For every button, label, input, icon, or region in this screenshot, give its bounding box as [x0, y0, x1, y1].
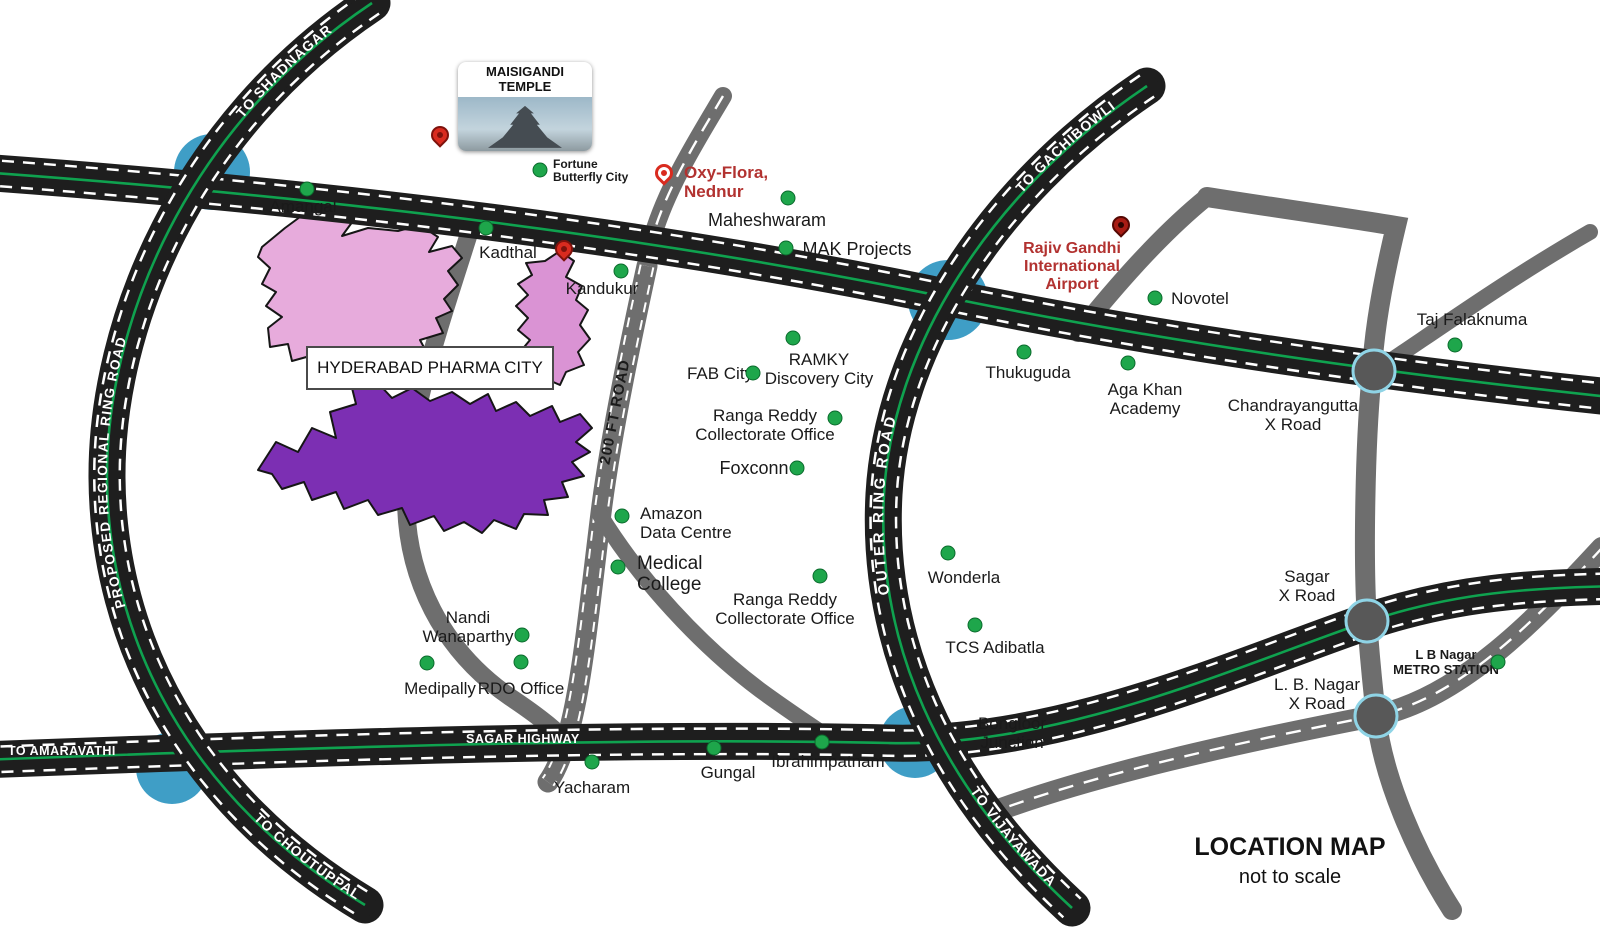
medipally-label: Medipally	[404, 679, 476, 698]
gungal-dot	[706, 740, 722, 756]
kandukur-dot	[613, 263, 629, 279]
maisigandi-temple-title: MAISIGANDI TEMPLE	[486, 64, 564, 94]
taj-falaknuma-dot	[1447, 337, 1463, 353]
kadthal-road	[396, 215, 583, 759]
right-vertical-road	[1197, 187, 1462, 920]
wonderla-dot	[940, 545, 956, 561]
fab-city-label: FAB City	[686, 364, 754, 383]
foxconn-dot	[789, 460, 805, 476]
junction-lb-nagar-x-road	[1353, 693, 1399, 739]
amazon-data-centre-dot	[614, 508, 630, 524]
amangal-label: Amangal	[269, 197, 337, 216]
junction-chandrayangutta	[1351, 348, 1397, 394]
sagar-highway-label: SAGAR HIGHWAY	[466, 732, 580, 746]
thukuguda-label: Thukuguda	[985, 363, 1071, 382]
maisigandi-temple-pin	[427, 122, 453, 148]
maisigandi-temple-photo	[458, 96, 592, 151]
oxy-flora-nednur-label: Oxy-Flora,Nednur	[684, 163, 769, 202]
mak-projects-dot	[778, 240, 794, 256]
kandukur-label: Kandukur	[565, 279, 639, 298]
foxconn-label: Foxconn	[719, 458, 789, 478]
thukuguda-dot	[1016, 344, 1032, 360]
ramky-discovery-city-dot	[785, 330, 801, 346]
airport-pin	[1108, 212, 1134, 238]
fab-city-dot	[745, 365, 761, 381]
mak-projects-label: MAK Projects	[802, 239, 912, 259]
amangal-dot	[299, 181, 315, 197]
rdo-office-label: RDO Office	[477, 679, 565, 698]
aga-khan-academy-dot	[1120, 355, 1136, 371]
ranga-reddy-collectorate-office-1-dot	[827, 410, 843, 426]
ibrahimpatnam-label: Ibrahimpatnam	[771, 752, 885, 771]
wonderla-label: Wonderla	[927, 568, 1001, 587]
airport-link-road-dashes	[645, 95, 725, 267]
to-amaravathi-label: TO AMARAVATHI	[8, 744, 116, 758]
nandi-wanaparthy-dot	[514, 627, 530, 643]
novotel-label: Novotel	[1171, 289, 1229, 308]
location-map-title: LOCATION MAP	[1194, 833, 1386, 861]
lb-nagar-metro-station-dot	[1490, 654, 1506, 670]
gungal-label: Gungal	[700, 763, 756, 782]
hyderabad-pharma-city-label: HYDERABAD PHARMA CITY	[306, 346, 554, 390]
maheshwaram-dot	[780, 190, 796, 206]
junction-sagar-x-road	[1344, 598, 1390, 644]
maheshwaram-label: Maheshwaram	[707, 210, 827, 230]
maisigandi-temple-card: MAISIGANDI TEMPLE	[458, 62, 592, 151]
tcs-adibatla-dot	[967, 617, 983, 633]
novotel-dot	[1147, 290, 1163, 306]
kadthal-dot	[478, 220, 494, 236]
ranga-reddy-collectorate-office-2-dot	[812, 568, 828, 584]
rdo-office-dot	[513, 654, 529, 670]
kandukur-pin	[551, 236, 577, 262]
medipally-dot	[419, 655, 435, 671]
taj-falaknuma-label: Taj Falaknuma	[1416, 310, 1528, 329]
yacharam-dot	[584, 754, 600, 770]
kadthal-label: Kadthal	[479, 243, 537, 262]
fortune-butterfly-city-dot	[532, 162, 548, 178]
oxy-flora-pin	[651, 160, 677, 186]
to-srisailam-label: TO SRISAILAM	[8, 141, 104, 155]
yacharam-label: Yacharam	[553, 778, 631, 797]
tcs-adibatla-label: TCS Adibatla	[945, 638, 1045, 657]
location-map-subtitle: not to scale	[1238, 866, 1342, 888]
ibrahimpatnam-dot	[814, 734, 830, 750]
temple-gopuram-silhouette	[488, 105, 562, 148]
medical-college-dot	[610, 559, 626, 575]
